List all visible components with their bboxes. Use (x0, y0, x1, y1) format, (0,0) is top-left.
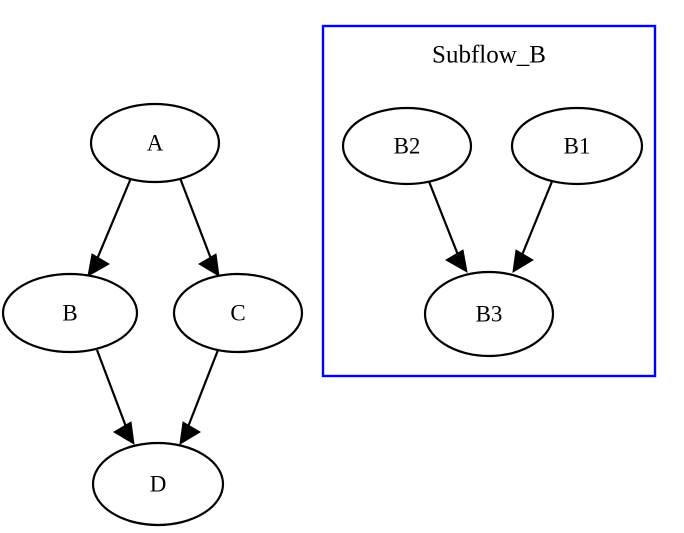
arrowhead-a-b (87, 253, 110, 277)
cluster-label-subflow-b: Subflow_B (432, 42, 546, 69)
edge-line-a-b (93, 177, 133, 265)
node-d[interactable]: D (91, 441, 225, 527)
node-label-d: D (150, 471, 167, 496)
edge-a-b[interactable] (87, 177, 133, 277)
arrowhead-b1-b3 (512, 249, 534, 273)
edge-b2-b3[interactable] (426, 178, 468, 273)
node-shape-b1 (510, 106, 644, 186)
node-shape-b3 (423, 270, 555, 358)
node-b2[interactable]: B2 (341, 106, 473, 186)
node-shape-b (1, 272, 139, 354)
node-label-c: C (230, 300, 245, 325)
node-b1[interactable]: B1 (510, 106, 644, 186)
cluster-border-subflow-b (321, 24, 657, 378)
node-label-b: B (62, 300, 77, 325)
edge-b1-b3[interactable] (512, 178, 555, 273)
node-label-b3: B3 (476, 301, 503, 326)
edge-line-b1-b3 (518, 178, 555, 261)
arrowhead-a-c (198, 253, 220, 277)
node-shape-d (91, 441, 225, 527)
arrowhead-b2-b3 (445, 249, 468, 273)
edge-line-a-c (178, 177, 215, 265)
arrowhead-b-d (113, 421, 135, 445)
node-label-b2: B2 (394, 133, 421, 158)
node-shape-b2 (341, 106, 473, 186)
cluster-subflow-b[interactable]: Subflow_B (321, 24, 657, 378)
edge-line-c-d (184, 349, 220, 433)
node-b3[interactable]: B3 (423, 270, 555, 358)
node-b[interactable]: B (1, 272, 139, 354)
node-label-a: A (147, 130, 164, 155)
node-shape-a (89, 102, 221, 184)
node-c[interactable]: C (172, 272, 304, 354)
edge-c-d[interactable] (179, 349, 220, 445)
edge-b-d[interactable] (95, 349, 135, 445)
edge-line-b-d (95, 349, 130, 433)
edge-a-c[interactable] (178, 177, 220, 277)
node-shape-c (172, 272, 304, 354)
arrowhead-c-d (179, 421, 201, 445)
node-a[interactable]: A (89, 102, 221, 184)
node-label-b1: B1 (564, 133, 591, 158)
edge-line-b2-b3 (426, 178, 462, 261)
